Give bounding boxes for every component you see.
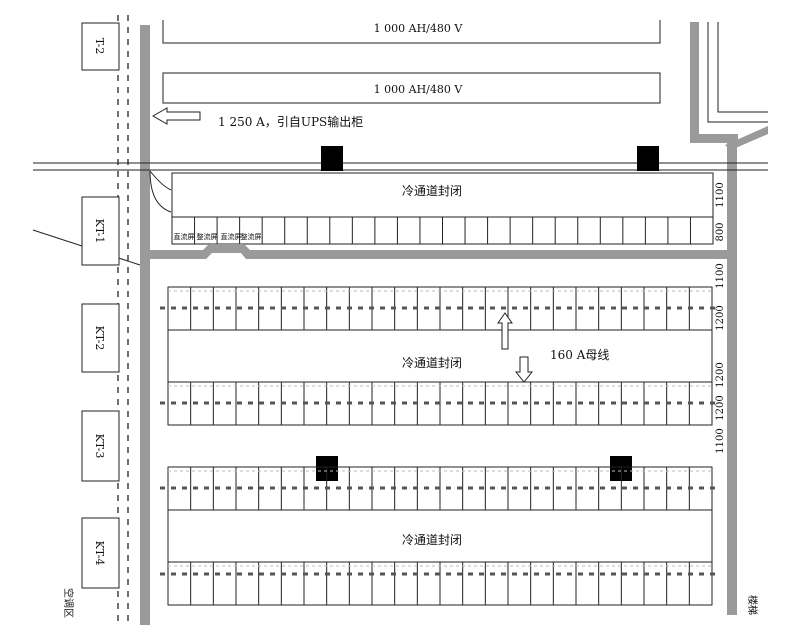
busbar-arrow-up bbox=[497, 312, 513, 350]
t-unit-label: T-2 bbox=[93, 38, 106, 55]
battery-label-1: 1 000 AH/480 V bbox=[374, 22, 464, 35]
ac-unit-3: KT-3 bbox=[81, 410, 120, 482]
dimension-label: 800 bbox=[715, 222, 726, 241]
right-wall bbox=[690, 22, 768, 615]
panel-label: 直流屏 bbox=[174, 232, 195, 241]
panel-label: 整流屏 bbox=[197, 232, 218, 241]
dimension-label: 1100 bbox=[715, 263, 726, 288]
panel-label: 整流屏 bbox=[241, 232, 262, 241]
ups-note: 1 250 A，引自UPS输出柜 bbox=[218, 114, 363, 129]
ac-unit-label: KT-1 bbox=[93, 219, 106, 244]
left-wall bbox=[140, 25, 150, 625]
battery-rack-1 bbox=[162, 20, 661, 44]
battery-label-2: 1 000 AH/480 V bbox=[374, 83, 464, 96]
left-zone-label: 空调区 bbox=[62, 588, 75, 618]
ac-unit-4: KT-4 bbox=[81, 517, 120, 589]
aisle-label-2: 冷通道封闭 bbox=[402, 356, 462, 370]
door-swing bbox=[149, 170, 172, 213]
aisle-label-3: 冷通道封闭 bbox=[402, 533, 462, 547]
ac-unit-2: KT-2 bbox=[81, 303, 120, 373]
right-thin-lines bbox=[707, 22, 768, 123]
busbar-arrow-down bbox=[514, 356, 534, 383]
ac-unit-label: KT-4 bbox=[93, 541, 106, 566]
aisle-label-1: 冷通道封闭 bbox=[402, 184, 462, 198]
distribution-panels: 直流屏 整流屏 直流屏 整流屏 bbox=[174, 232, 262, 241]
dimension-label: 1100 bbox=[715, 182, 726, 207]
middle-top-cabinet-row bbox=[160, 286, 720, 331]
ac-unit-label: KT-2 bbox=[93, 326, 106, 351]
battery-racks bbox=[162, 20, 661, 104]
battery-rack-2 bbox=[162, 72, 661, 104]
dimension-label: 1100 bbox=[715, 428, 726, 453]
column bbox=[321, 146, 343, 171]
bottom-bottom-cabinet-row bbox=[160, 561, 720, 606]
dimension-label: 1200 bbox=[715, 362, 726, 387]
panel-label: 直流屏 bbox=[221, 232, 242, 241]
busbar-note: 160 A母线 bbox=[550, 348, 609, 362]
bottom-top-cabinet-row bbox=[160, 466, 720, 511]
ac-unit-1: KT-1 bbox=[81, 196, 120, 266]
right-zone-label: 楼梯 bbox=[746, 595, 759, 615]
structural-columns bbox=[316, 146, 659, 481]
top-cabinet-row bbox=[171, 216, 714, 245]
dimension-label: 1200 bbox=[715, 395, 726, 420]
t-unit: T-2 bbox=[81, 22, 120, 71]
column bbox=[637, 146, 659, 171]
ups-feed-arrow bbox=[151, 107, 201, 125]
dimension-label: 1200 bbox=[715, 305, 726, 330]
ac-unit-label: KT-3 bbox=[93, 434, 106, 459]
dimension-labels: 1100 800 1100 1200 1200 1200 1100 bbox=[715, 182, 726, 453]
lower-wall bbox=[150, 244, 736, 259]
middle-bottom-cabinet-row bbox=[160, 381, 720, 426]
